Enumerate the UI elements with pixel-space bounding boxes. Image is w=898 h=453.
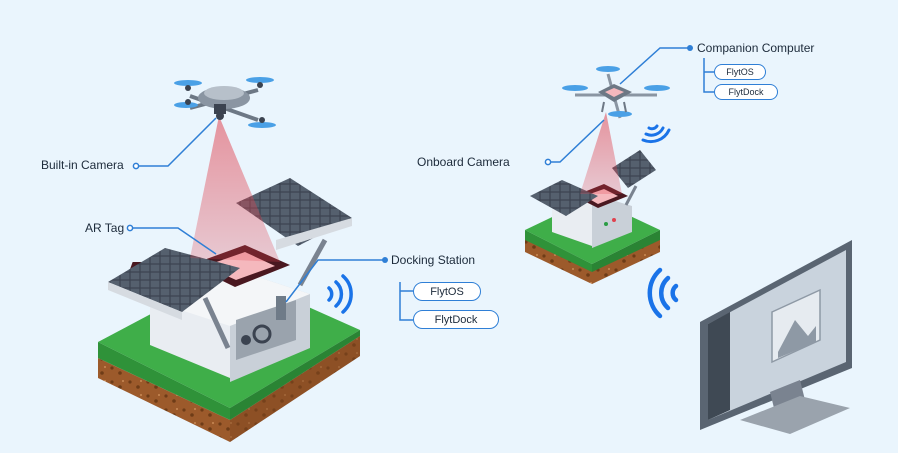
callout-dot — [126, 224, 134, 232]
callout-dot — [132, 162, 140, 170]
docking-station-icon — [98, 178, 360, 442]
label-ar-tag: AR Tag — [85, 221, 125, 235]
callout-dot — [544, 158, 552, 166]
wifi-icon — [647, 267, 679, 319]
label-docking-station: Docking Station — [391, 253, 476, 267]
drone-icon — [174, 77, 276, 128]
docking-station-software-flytdock: FlytDock — [413, 310, 499, 329]
solar-panel-icon — [108, 178, 352, 320]
label-onboard-camera: Onboard Camera — [417, 155, 510, 169]
callout-lines — [130, 47, 714, 321]
quadcopter-icon — [562, 66, 670, 119]
companion-computer-software-flytdock: FlytDock — [714, 84, 778, 100]
callout-dot — [382, 257, 388, 263]
docking-station-icon — [525, 150, 660, 284]
label-built-in-camera: Built-in Camera — [41, 158, 124, 172]
wifi-icon — [327, 274, 353, 314]
companion-computer-software-flytos: FlytOS — [714, 64, 766, 80]
callout-dot — [687, 45, 693, 51]
docking-station-software-flytos: FlytOS — [413, 282, 481, 301]
label-companion-computer: Companion Computer — [697, 41, 815, 55]
monitor-icon — [700, 240, 852, 434]
wifi-icon — [641, 124, 671, 144]
camera-beam — [580, 112, 622, 194]
camera-beam — [190, 116, 280, 262]
